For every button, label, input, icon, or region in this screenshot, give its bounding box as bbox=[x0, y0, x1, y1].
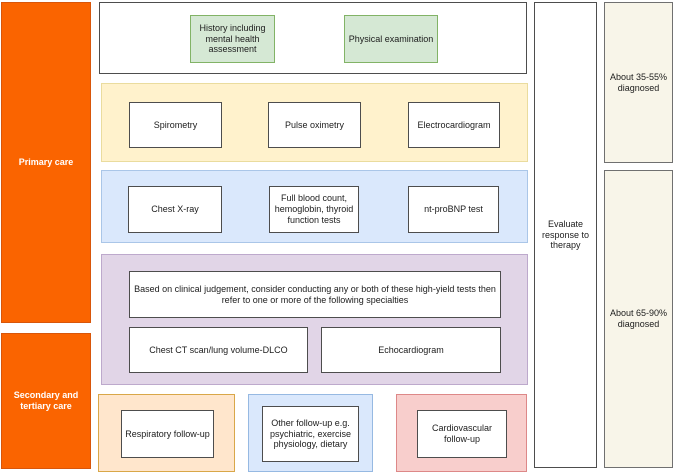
blood-tests-label: Full blood count, hemoglobin, thyroid fu… bbox=[274, 193, 354, 225]
diagnosed-35-55-label: About 35-55% diagnosed bbox=[609, 71, 668, 93]
echocardiogram-label: Echocardiogram bbox=[378, 344, 444, 355]
screening-tests-band: Spirometry Pulse oximetry Electrocardiog… bbox=[101, 83, 528, 162]
other-followup-group: Other follow-up e.g. psychiatric, exerci… bbox=[248, 394, 373, 472]
assessment-band: History including mental health assessme… bbox=[99, 2, 527, 74]
ntprobnp-box: nt-proBNP test bbox=[408, 186, 499, 233]
blood-tests-box: Full blood count, hemoglobin, thyroid fu… bbox=[269, 186, 359, 233]
cardiovascular-followup-group: Cardiovascular follow-up bbox=[396, 394, 527, 472]
echocardiogram-box: Echocardiogram bbox=[321, 327, 501, 373]
physical-examination-box: Physical examination bbox=[344, 15, 438, 63]
evaluate-response-label: Evaluate response to therapy bbox=[541, 218, 590, 251]
history-mental-health-label: History including mental health assessme… bbox=[199, 22, 266, 55]
chest-ct-dlco-label: Chest CT scan/lung volume-DLCO bbox=[149, 344, 288, 355]
chest-ct-dlco-box: Chest CT scan/lung volume-DLCO bbox=[129, 327, 308, 373]
spirometry-label: Spirometry bbox=[153, 119, 198, 130]
diagnosed-65-90-label: About 65-90% diagnosed bbox=[609, 308, 668, 329]
primary-care-label: Primary care bbox=[18, 157, 74, 168]
respiratory-followup-group: Respiratory follow-up bbox=[98, 394, 235, 472]
sidebar-secondary-tertiary-care: Secondary and tertiary care bbox=[1, 333, 91, 469]
respiratory-followup-box: Respiratory follow-up bbox=[121, 410, 214, 458]
other-followup-label: Other follow-up e.g. psychiatric, exerci… bbox=[269, 417, 352, 450]
other-followup-box: Other follow-up e.g. psychiatric, exerci… bbox=[262, 406, 359, 462]
electrocardiogram-box: Electrocardiogram bbox=[408, 102, 500, 148]
specialist-referral-band: Based on clinical judgement, consider co… bbox=[101, 254, 528, 385]
evaluate-response-column: Evaluate response to therapy bbox=[534, 2, 597, 468]
spirometry-box: Spirometry bbox=[129, 102, 222, 148]
clinical-judgement-box: Based on clinical judgement, consider co… bbox=[129, 271, 501, 318]
clinical-judgement-label: Based on clinical judgement, consider co… bbox=[134, 283, 496, 305]
chest-xray-box: Chest X-ray bbox=[128, 186, 222, 233]
history-mental-health-box: History including mental health assessme… bbox=[190, 15, 275, 63]
diagnosed-65-90-box: About 65-90% diagnosed bbox=[604, 170, 673, 468]
cardiovascular-followup-box: Cardiovascular follow-up bbox=[417, 410, 507, 458]
chest-xray-label: Chest X-ray bbox=[151, 204, 199, 215]
cardiovascular-followup-label: Cardiovascular follow-up bbox=[431, 423, 493, 444]
pulse-oximetry-box: Pulse oximetry bbox=[268, 102, 361, 148]
investigations-band: Chest X-ray Full blood count, hemoglobin… bbox=[101, 170, 528, 243]
sidebar-primary-care: Primary care bbox=[1, 2, 91, 323]
respiratory-followup-label: Respiratory follow-up bbox=[125, 428, 210, 439]
physical-examination-label: Physical examination bbox=[348, 33, 434, 44]
diagnosed-35-55-box: About 35-55% diagnosed bbox=[604, 2, 673, 163]
pulse-oximetry-label: Pulse oximetry bbox=[284, 119, 345, 130]
secondary-tertiary-care-label: Secondary and tertiary care bbox=[13, 390, 79, 411]
ntprobnp-label: nt-proBNP test bbox=[424, 204, 483, 215]
electrocardiogram-label: Electrocardiogram bbox=[417, 119, 491, 130]
